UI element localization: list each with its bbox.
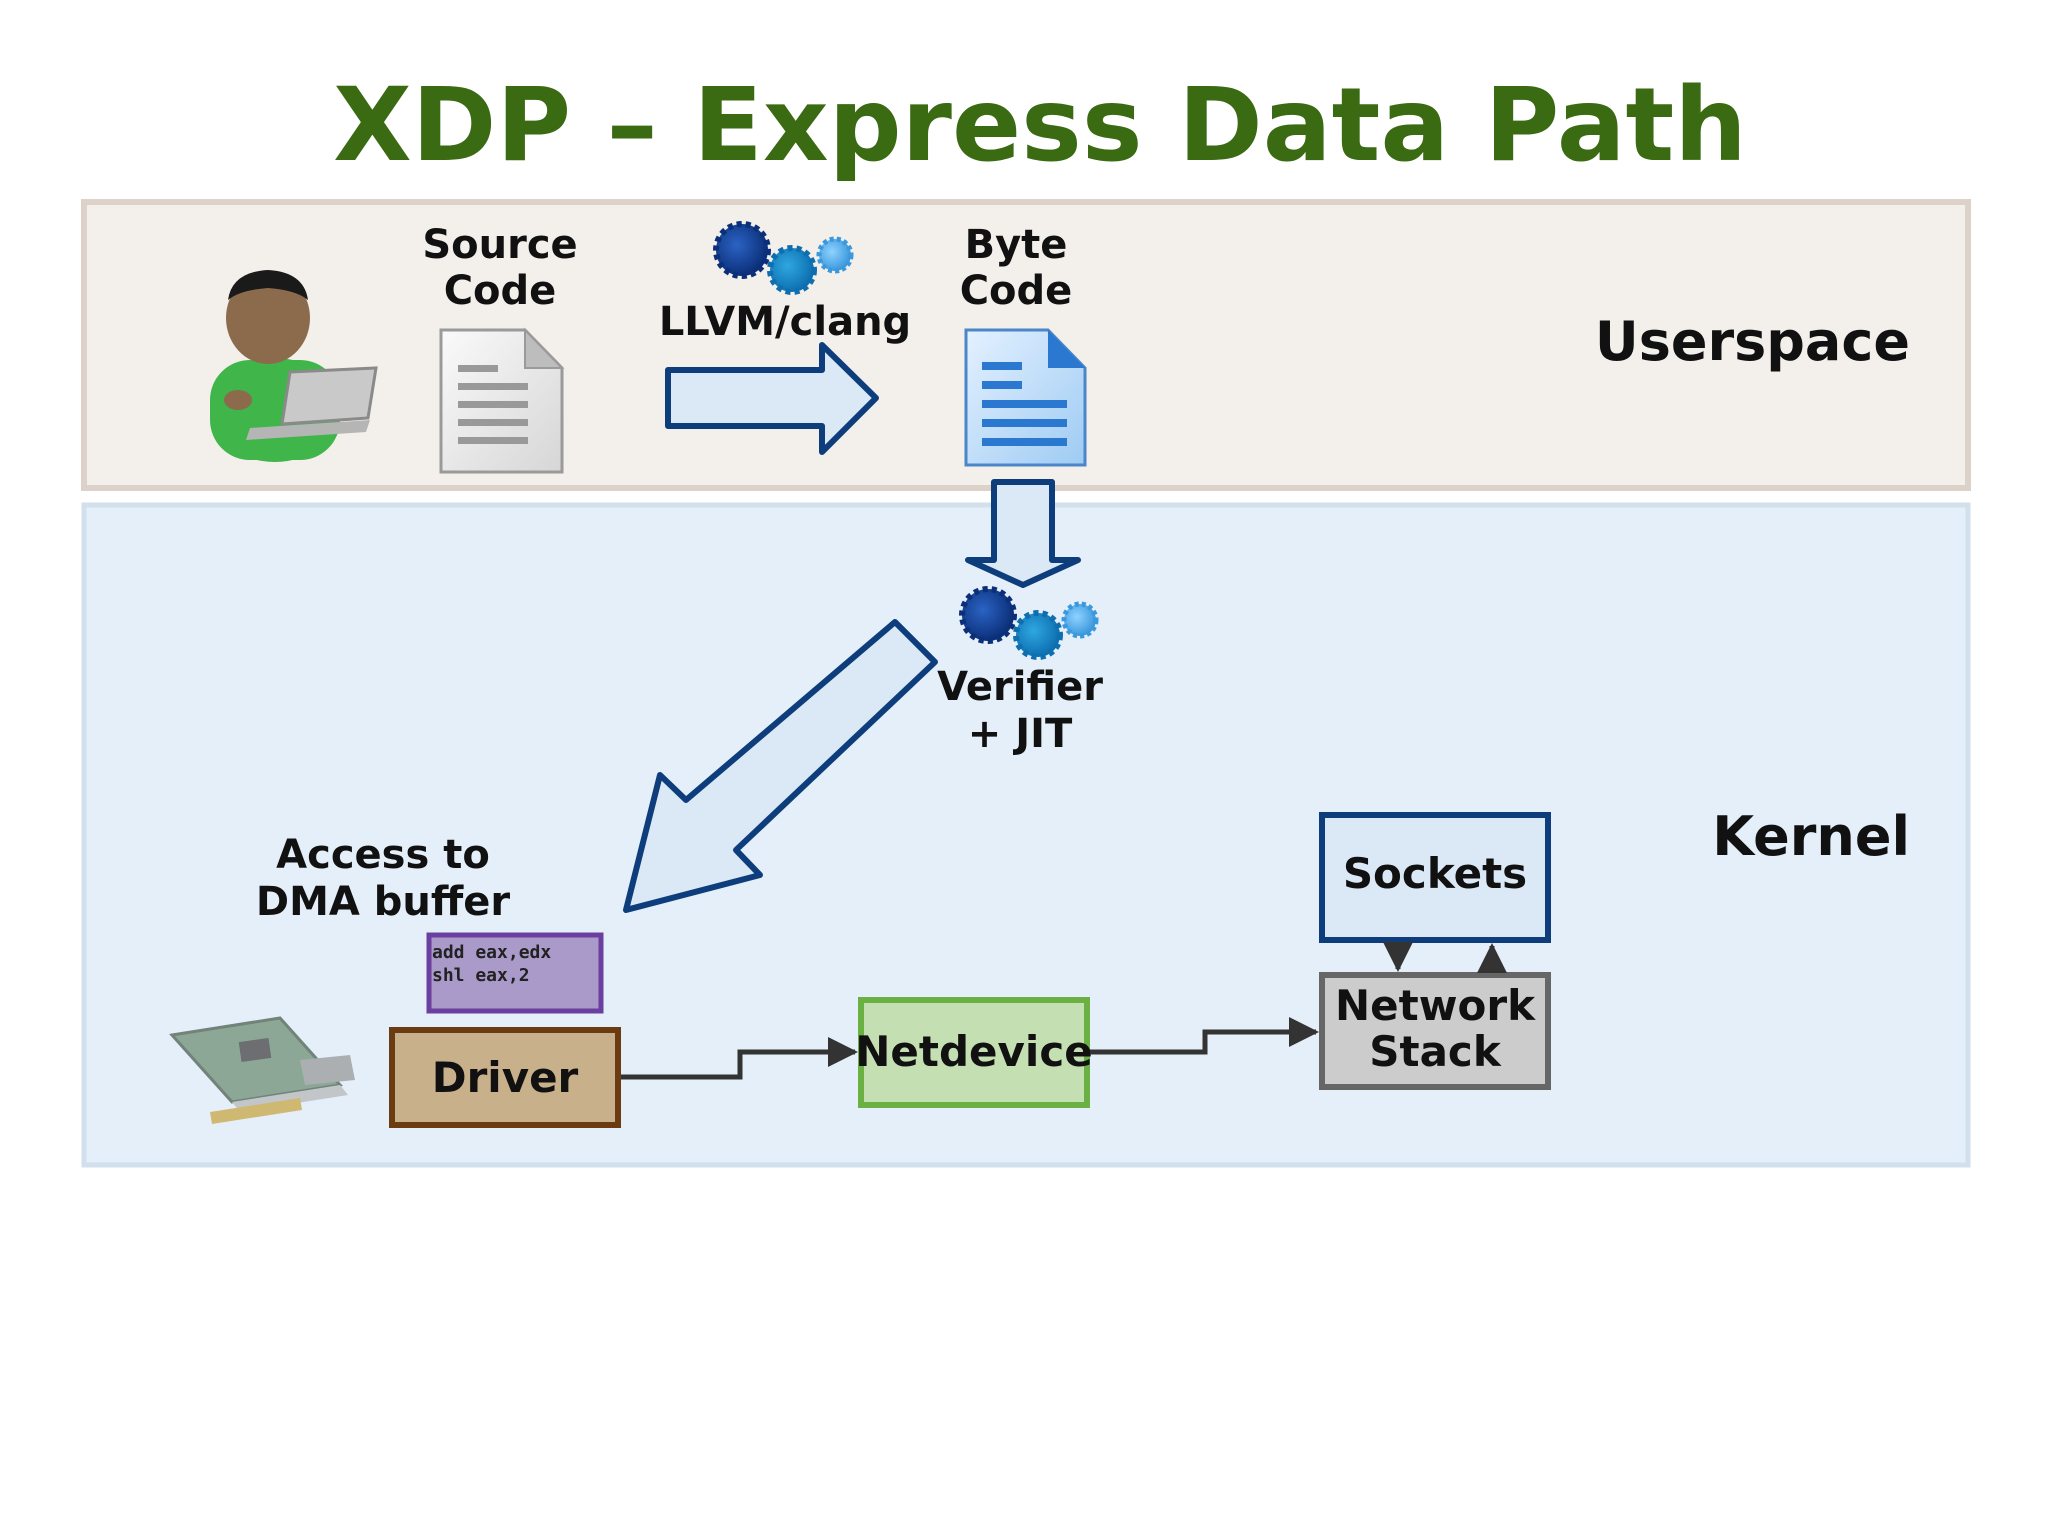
source-code-label-line1: Source (422, 222, 577, 268)
driver-label: Driver (432, 1053, 579, 1102)
load-arrow (965, 479, 1081, 588)
compiler-label: LLVM/clang (659, 299, 911, 345)
gears-icon (713, 221, 854, 295)
sockets-label: Sockets (1343, 849, 1527, 898)
compile-arrow (665, 342, 879, 455)
dma-access-label-line2: DMA buffer (256, 879, 511, 925)
sockets-box (1319, 812, 1551, 943)
netdevice-to-stack-connector (1090, 1017, 1319, 1055)
userspace-label: Userspace (1595, 310, 1910, 373)
attach-arrow (623, 619, 938, 913)
dma-access-label-line1: Access to (276, 832, 490, 878)
source-document-icon (439, 327, 565, 474)
source-code-label-line2: Code (444, 268, 557, 314)
netdevice-label: Netdevice (855, 1027, 1092, 1076)
verifier-label-line1: Verifier (937, 664, 1103, 710)
network-stack-label-line1: Network (1335, 981, 1536, 1030)
page-title: XDP – Express Data Path (333, 66, 1747, 185)
network-card-icon (169, 1016, 355, 1124)
byte-code-label-line1: Byte (965, 222, 1068, 268)
driver-to-netdevice-connector (621, 1037, 858, 1080)
byte-code-label-line2: Code (960, 268, 1073, 314)
gears-icon (959, 586, 1099, 660)
code-line-1: add eax,edx (432, 942, 551, 963)
network-stack-box (1319, 972, 1551, 1090)
verifier-label-line2: + JIT (968, 711, 1073, 757)
xdp-program-code-box (426, 932, 604, 1014)
netdevice-box (858, 997, 1090, 1108)
kernel-label: Kernel (1712, 805, 1910, 868)
network-stack-label-line2: Stack (1369, 1027, 1502, 1076)
code-line-2: shl eax,2 (432, 965, 530, 986)
user-with-laptop-icon (210, 270, 378, 462)
driver-box (389, 1027, 621, 1128)
byte-code-document-icon (964, 328, 1087, 467)
